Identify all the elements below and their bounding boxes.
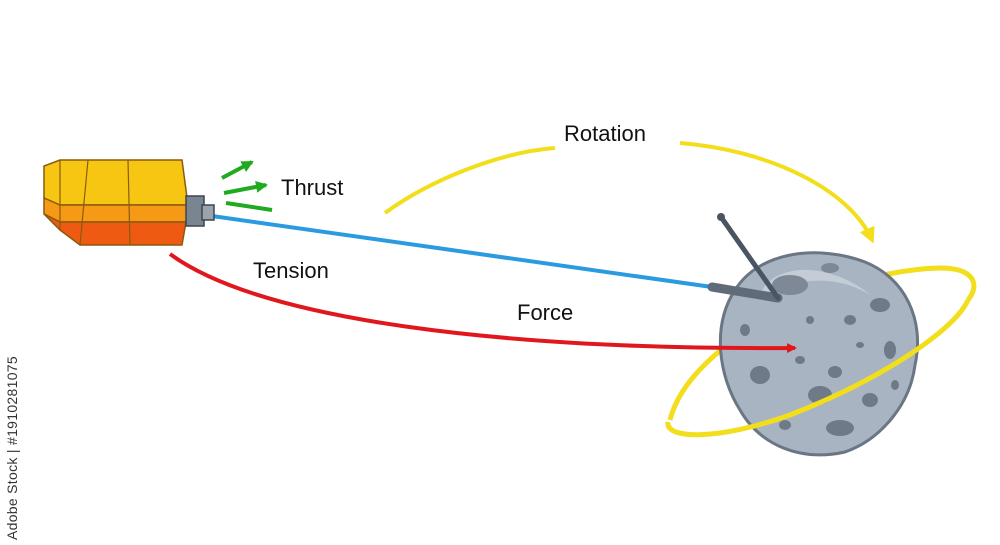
thrust-arrows — [221, 160, 273, 212]
thrust-arrow-2 — [223, 180, 268, 195]
tension-label: Tension — [253, 258, 329, 283]
thrust-arrow-3 — [225, 201, 273, 212]
thrust-label: Thrust — [281, 175, 343, 200]
rotation-ring-front — [665, 298, 971, 438]
force-arrow — [168, 252, 797, 354]
force-label: Force — [517, 300, 573, 325]
tether-line — [211, 214, 713, 289]
stock-id-text: Adobe Stock | #1910281075 — [4, 356, 20, 540]
rotation-arrow-head-segment — [679, 141, 875, 244]
antenna-icon — [707, 213, 783, 303]
rotation-label: Rotation — [564, 121, 646, 146]
thrust-arrow-1 — [221, 160, 254, 180]
asteroid-icon — [718, 251, 920, 457]
rotation-arrow — [383, 146, 556, 215]
spacecraft-icon — [43, 159, 215, 246]
